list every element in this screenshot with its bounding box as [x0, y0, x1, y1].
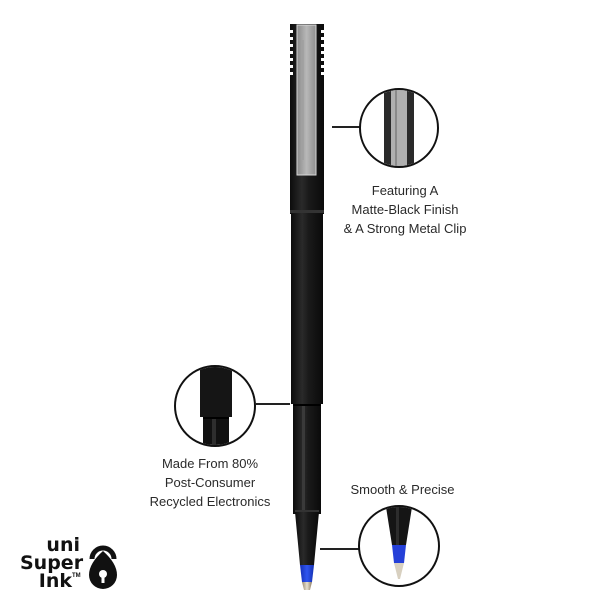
padlock-icon	[89, 545, 117, 589]
recycled-zoom-circle	[174, 365, 256, 447]
pen-product-image	[282, 20, 332, 598]
recycled-connector-line	[256, 403, 290, 405]
tip-zoom-circle	[358, 505, 440, 587]
pen-illustration	[290, 24, 324, 598]
tip-detail-image	[386, 507, 412, 579]
logo-line-ink: Ink	[38, 570, 72, 592]
logo-trademark: TM	[72, 573, 81, 579]
clip-detail-image	[384, 90, 414, 166]
recycled-caption-line-1: Made From 80%	[161, 456, 259, 471]
clip-caption-line-3: & A Strong Metal Clip	[343, 221, 467, 236]
recycled-feature-caption: Made From 80% Post-Consumer Recycled Ele…	[140, 454, 280, 511]
barrel-detail-image	[200, 367, 232, 445]
tip-connector-line	[320, 548, 360, 550]
tip-caption-line-1: Smooth & Precise	[350, 482, 455, 497]
uni-super-ink-logo: uni Super Ink TM	[20, 535, 135, 595]
clip-connector-line	[332, 126, 360, 128]
logo-line-uni: uni	[46, 534, 80, 556]
logo-line-super: Super	[20, 552, 84, 574]
clip-caption-line-1: Featuring A	[371, 183, 439, 198]
clip-caption-line-2: Matte-Black Finish	[351, 202, 459, 217]
tip-feature-caption: Smooth & Precise	[335, 480, 470, 499]
clip-feature-caption: Featuring A Matte-Black Finish & A Stron…	[330, 181, 480, 238]
clip-zoom-circle	[359, 88, 439, 168]
recycled-caption-line-3: Recycled Electronics	[149, 494, 271, 509]
recycled-caption-line-2: Post-Consumer	[164, 475, 256, 490]
